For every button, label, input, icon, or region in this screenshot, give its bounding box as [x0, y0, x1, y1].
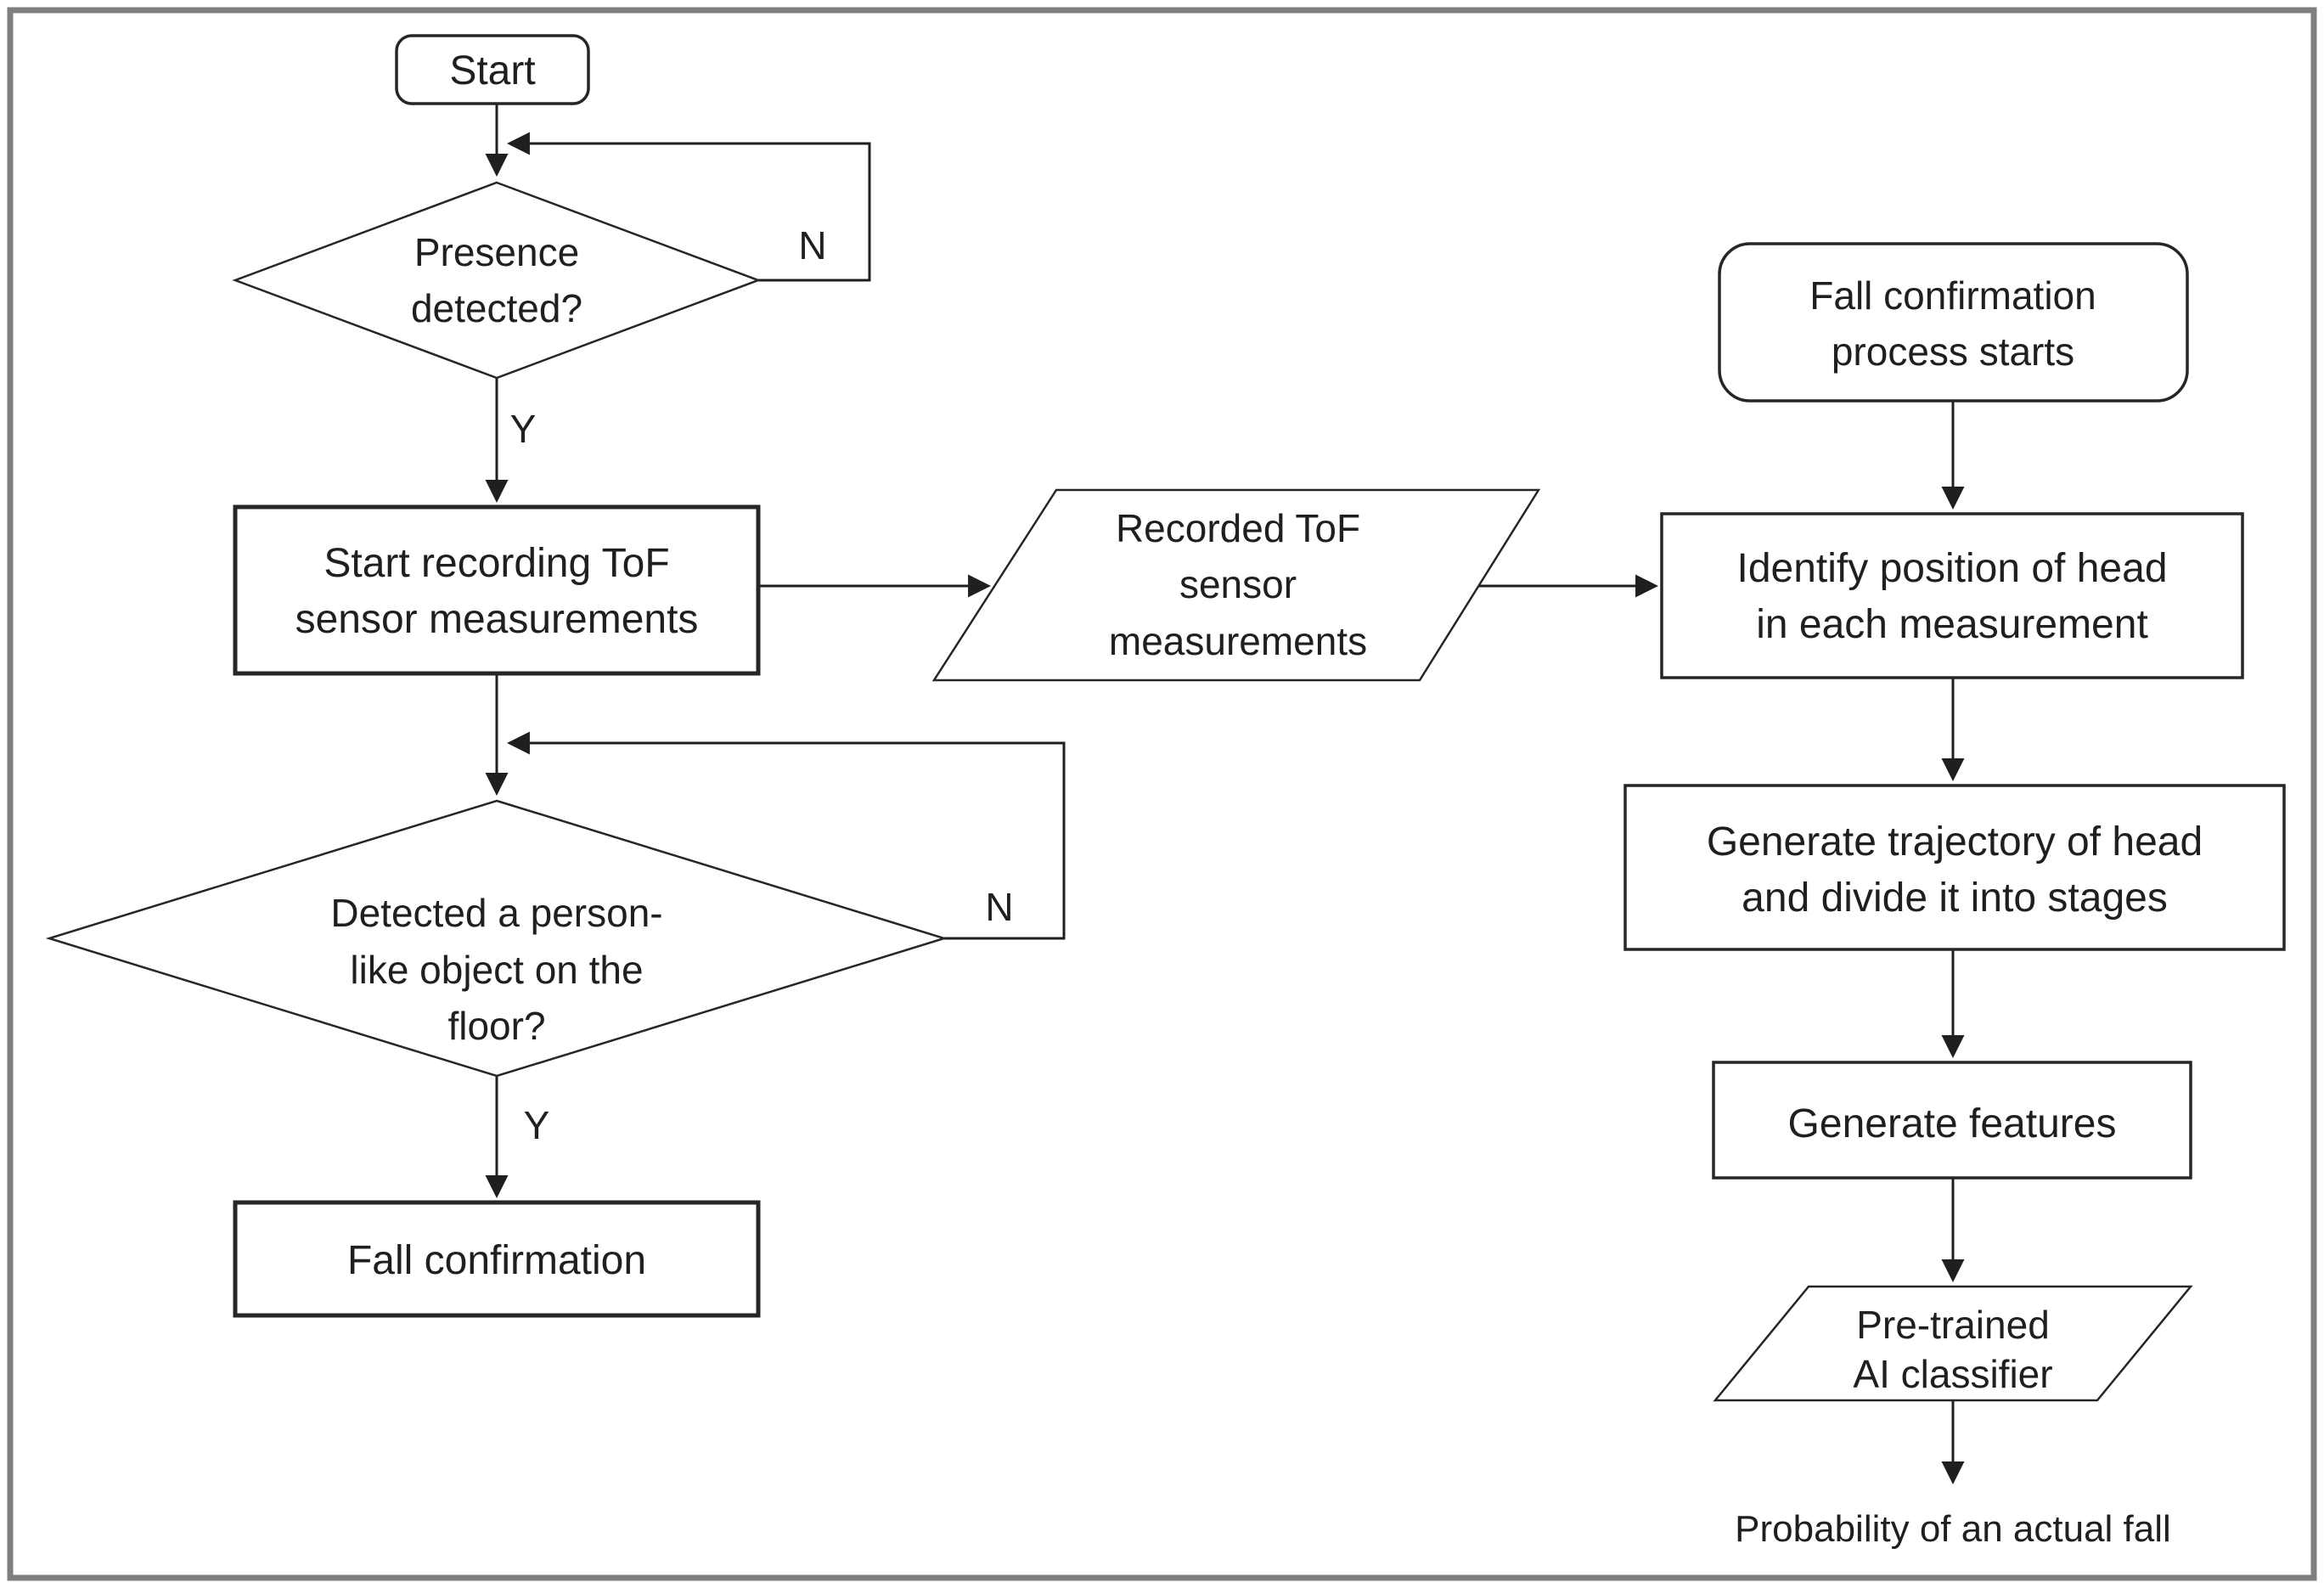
outer-frame-border [7, 7, 2317, 1581]
fall-process-starts-line1: Fall confirmation [1809, 273, 2096, 318]
arrow-person-no-loop [506, 731, 1066, 940]
pretrained-classifier-parallelogram [1713, 1285, 2193, 1402]
generate-trajectory-box [1623, 784, 2286, 951]
recorded-measurements-line1: Recorded ToF [1116, 506, 1360, 550]
person-decision-line1: Detected a person- [330, 891, 662, 935]
start-label: Start [449, 48, 535, 93]
presence-yes-label: Y [510, 407, 537, 451]
start-recording-line1: Start recording ToF [324, 541, 669, 586]
person-no-label: N [985, 885, 1013, 929]
identify-head-line2: in each measurement [1756, 602, 2148, 647]
person-yes-label: Y [524, 1103, 550, 1147]
fall-confirmation-box [233, 1200, 761, 1318]
probability-output-label: Probability of an actual fall [1735, 1508, 2171, 1550]
generate-trajectory-line2: and divide it into stages [1742, 876, 2168, 921]
presence-decision-line2: detected? [411, 286, 582, 330]
identify-head-position-box [1660, 512, 2244, 679]
recorded-measurements-parallelogram [931, 488, 1541, 682]
fall-process-starts-terminator [1718, 242, 2189, 403]
pretrained-classifier-line1: Pre-trained [1856, 1303, 2050, 1347]
recorded-measurements-line3: measurements [1109, 619, 1367, 663]
generate-trajectory-line1: Generate trajectory of head [1707, 819, 2203, 864]
person-decision-line3: floor? [447, 1004, 545, 1048]
identify-head-line1: Identify position of head [1736, 546, 2167, 591]
generate-features-label: Generate features [1788, 1101, 2117, 1146]
generate-features-box [1712, 1061, 2192, 1180]
person-decision-diamond [45, 799, 948, 1078]
presence-no-label: N [798, 223, 826, 267]
recorded-measurements-line2: sensor [1179, 562, 1297, 606]
start-terminator [395, 34, 590, 105]
start-recording-box [233, 504, 761, 676]
pretrained-classifier-line2: AI classifier [1853, 1352, 2052, 1396]
arrow-presence-no-loop [506, 132, 871, 282]
start-recording-line2: sensor measurements [295, 597, 699, 642]
presence-decision-line1: Presence [414, 230, 579, 274]
presence-decision-diamond [232, 181, 762, 380]
person-decision-line2: like object on the [350, 948, 643, 992]
fall-confirmation-label: Fall confirmation [347, 1238, 646, 1283]
fall-process-starts-line2: process starts [1832, 329, 2074, 374]
